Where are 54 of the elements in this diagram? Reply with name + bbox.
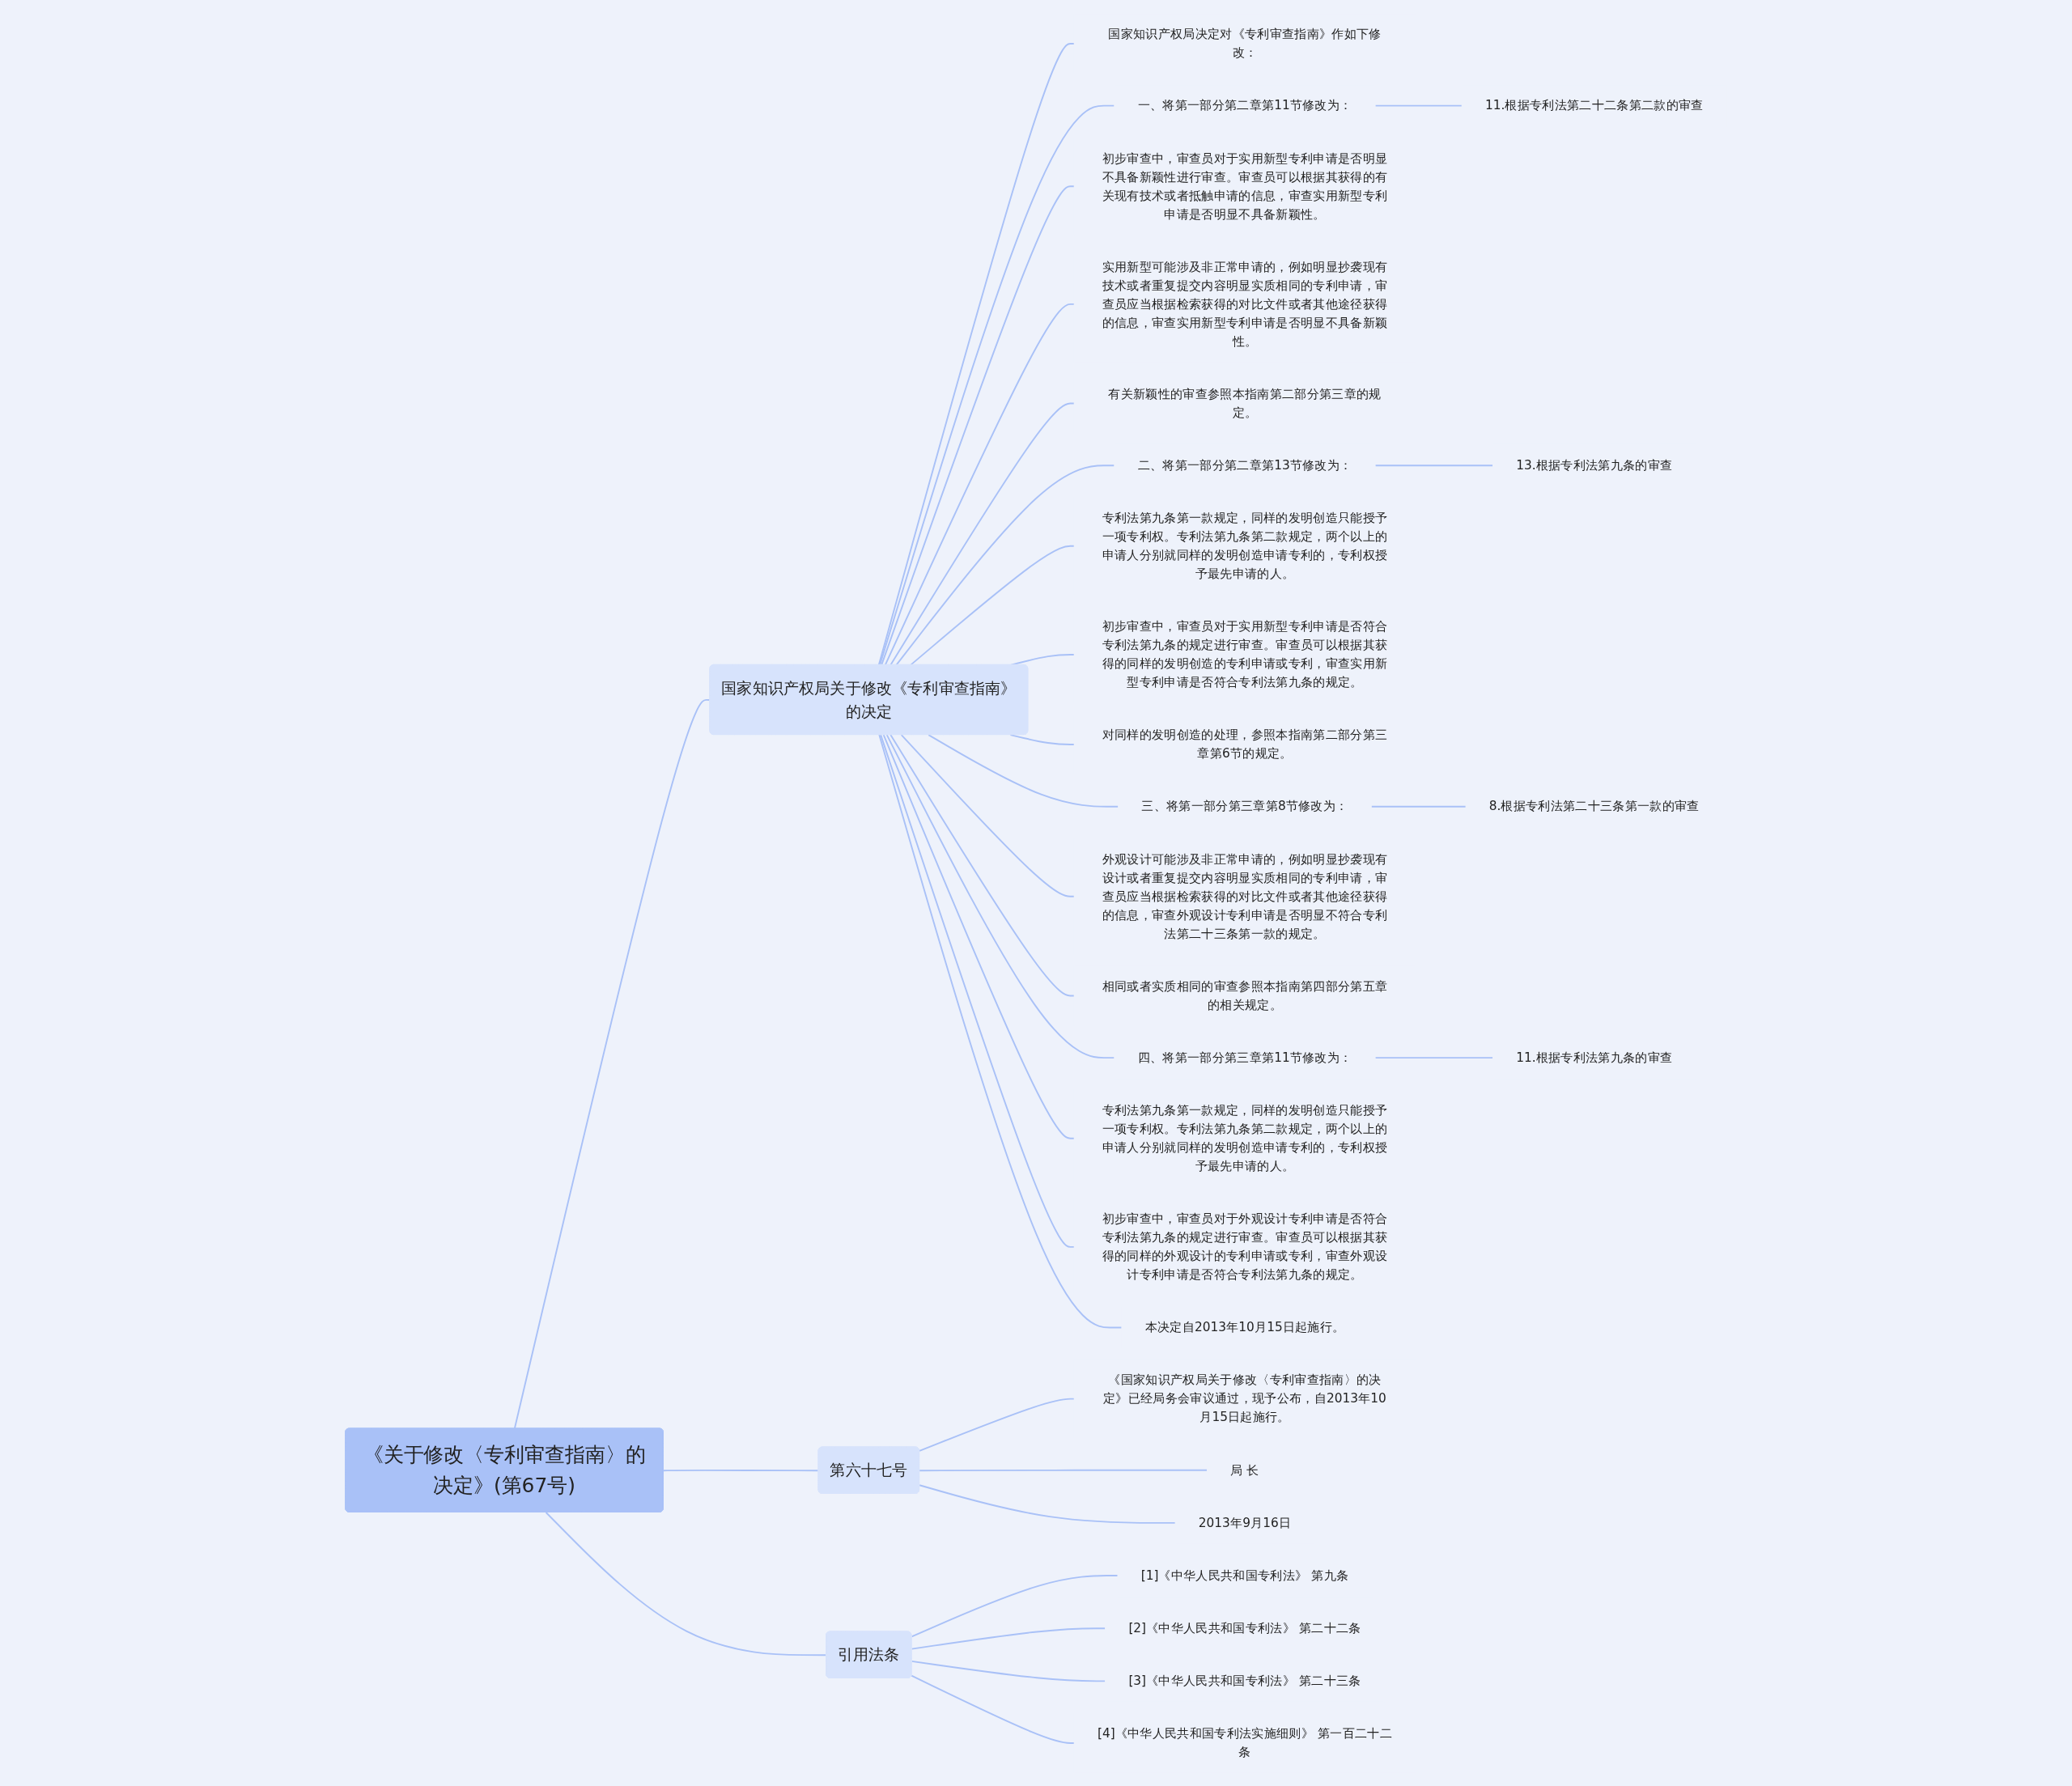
node-text: 有关新颖性的审查参照本指南第二部分第三章的规定。 xyxy=(1108,385,1382,420)
node-text: 对同样的发明创造的处理，参照本指南第二部分第三章第6节的规定。 xyxy=(1102,727,1388,761)
node-text: 2013年9月16日 xyxy=(1198,1514,1292,1530)
node-text: 实用新型可能涉及非正常申请的，例如明显抄袭现有技术或者重复提交内容明显实质相同的专利申请，审查员应当根据检索获得的对比文件或者其他途径获得的信息，审查实用新型专利申请是否明显不具备新颖性。 xyxy=(1102,258,1388,349)
connector xyxy=(882,733,1076,1139)
connector xyxy=(928,733,1119,808)
connector xyxy=(1374,464,1494,466)
node-text: 国家知识产权局决定对《专利审查指南》作如下修改： xyxy=(1108,26,1382,60)
node-text: [3]《中华人民共和国专利法》 第二十三条 xyxy=(1128,1673,1361,1688)
node-text: 初步审查中，审查员对于实用新型专利申请是否明显不具备新颖性进行审查。审查员可以根据其获得的有关现有技术或者抵触申请的信息，审查实用新型专利申请是否明显不具备新颖性。 xyxy=(1102,150,1388,221)
node-text: 四、将第一部分第三章第11节修改为： xyxy=(1137,1050,1352,1065)
node-text: 专利法第九条第一款规定，同样的发明创造只能授予一项专利权。专利法第九条第二款规定，两个以上的申请人分别就同样的发明创造申请专利的，专利权授予最先申请的人。 xyxy=(1102,510,1388,581)
connector xyxy=(919,1483,1177,1524)
connector xyxy=(881,185,1076,666)
connector xyxy=(1374,1056,1494,1058)
connector xyxy=(878,733,1123,1328)
node-text: 本决定自2013年10月15日起施行。 xyxy=(1144,1319,1345,1334)
node-text: 专利法第九条第一款规定，同样的发明创造只能授予一项专利权。专利法第九条第二款规定，两个以上的申请人分别就同样的发明创造申请专利的，专利权授予最先申请的人。 xyxy=(1102,1102,1388,1173)
connector xyxy=(911,1627,1106,1650)
connector xyxy=(890,733,1076,996)
connector xyxy=(877,42,1076,666)
node-text: [2]《中华人民共和国专利法》 第二十二条 xyxy=(1128,1620,1361,1635)
connector xyxy=(1009,733,1076,745)
node-text: 《国家知识产权局关于修改〈专利审查指南〉的决定》已经局务会审议通过，现予公布，自2013年10月15日起施行。 xyxy=(1103,1372,1386,1424)
node-text: 13.根据专利法第九条的审查 xyxy=(1516,457,1673,473)
connector xyxy=(919,1469,1208,1471)
node-text: 11.根据专利法第九条的审查 xyxy=(1516,1050,1673,1065)
node-text: 外观设计可能涉及非正常申请的，例如明显抄袭现有设计或者重复提交内容明显实质相同的专利申请，审查员应当根据检索获得的对比文件或者其他途径获得的信息，审查外观设计专利申请是否明显不符合专利法第二十三条第一款的规定。 xyxy=(1102,851,1388,940)
node-text: [1]《中华人民共和国专利法》 第九条 xyxy=(1140,1567,1349,1583)
node-text: [4]《中华人民共和国专利法实施细则》 第一百二十二条 xyxy=(1098,1725,1392,1759)
node-text: 相同或者实质相同的审查参照本指南第四部分第五章的相关规定。 xyxy=(1102,978,1388,1012)
connector xyxy=(890,402,1076,666)
node-text: 初步审查中，审查员对于实用新型专利申请是否符合专利法第九条的规定进行审查。审查员可以根据其获得的同样的发明创造的专利申请或专利，审查实用新型专利申请是否符合专利法第九条的规定。 xyxy=(1102,618,1388,689)
connector xyxy=(900,733,1076,897)
node-text: 一、将第一部分第二章第11节修改为： xyxy=(1137,97,1352,112)
connector xyxy=(919,1398,1076,1452)
connector xyxy=(1374,104,1463,107)
connector xyxy=(910,545,1076,666)
connector xyxy=(884,303,1076,666)
connector xyxy=(879,104,1115,666)
connector xyxy=(1370,805,1467,808)
connector xyxy=(911,1574,1119,1637)
node-text: 初步审查中，审查员对于外观设计专利申请是否符合专利法第九条的规定进行审查。审查员可以根据其获得的同样的外观设计的专利申请或专利，审查外观设计专利申请是否符合专利法第九条的规定。 xyxy=(1102,1211,1388,1282)
connector xyxy=(880,733,1076,1248)
connector xyxy=(663,1469,820,1471)
node-text: 11.根据专利法第二十二条第二款的审查 xyxy=(1484,97,1704,112)
node-text: 二、将第一部分第二章第13节修改为： xyxy=(1137,457,1352,473)
connector xyxy=(895,464,1115,666)
node-text: 局 长 xyxy=(1230,1461,1259,1477)
connector xyxy=(911,1674,1076,1744)
node-text: 8.根据专利法第二十三条第一款的审查 xyxy=(1488,798,1700,813)
connector xyxy=(911,1660,1106,1682)
connector xyxy=(885,733,1115,1058)
node-text: 三、将第一部分第三章第8节修改为： xyxy=(1141,798,1348,813)
